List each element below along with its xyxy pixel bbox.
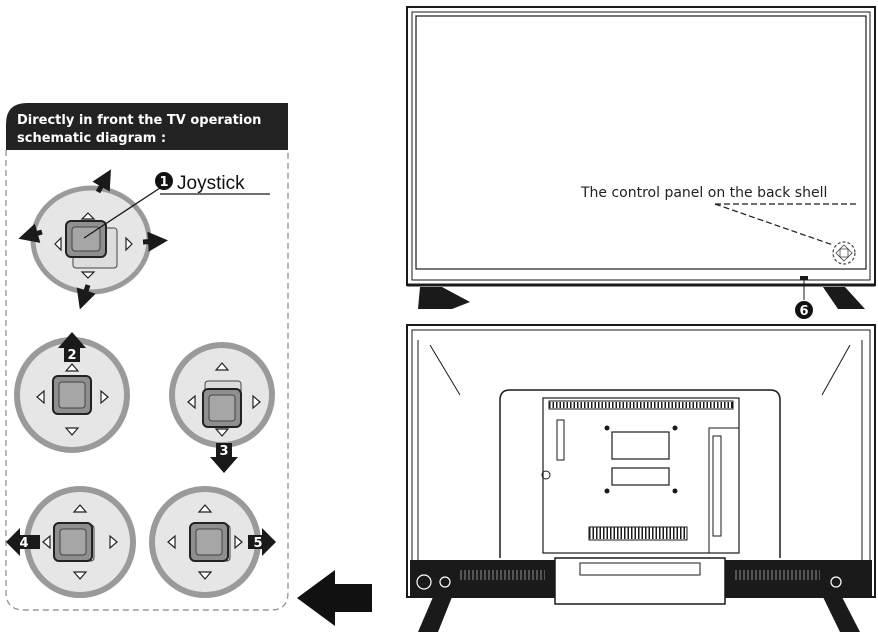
step-2-joystick: 2 <box>14 332 130 453</box>
control-panel-marker <box>832 241 856 265</box>
joystick-label: Joystick <box>177 173 245 194</box>
joystick-schematic <box>18 169 270 310</box>
big-left-arrow <box>297 570 372 626</box>
step-2-number: 2 <box>67 348 76 363</box>
step-5-number: 5 <box>253 536 262 551</box>
step-4-number: 4 <box>19 536 28 551</box>
control-panel-number-badge <box>795 301 813 319</box>
panel-dashed-border <box>5 150 289 611</box>
step-4-joystick: 4 <box>6 486 136 598</box>
operation-panel: Directly in front the TV operation schem… <box>5 103 289 611</box>
control-panel-number: 6 <box>799 304 808 319</box>
control-panel-label: The control panel on the back shell <box>580 185 827 201</box>
panel-header-line1: Directly in front the TV operation <box>17 113 261 128</box>
tv-back-view <box>406 324 876 632</box>
step-3-number: 3 <box>219 444 228 459</box>
panel-header <box>6 103 288 150</box>
panel-header-line2: schematic diagram : <box>17 131 166 146</box>
joystick-number-badge <box>155 172 173 190</box>
step-3-joystick: 3 <box>169 342 275 473</box>
step-5-joystick: 5 <box>149 486 276 598</box>
joystick-callout: 1 Joystick <box>155 172 245 194</box>
tv-front-view: The control panel on the back shell 6 <box>406 6 876 319</box>
joystick-number: 1 <box>159 175 168 190</box>
